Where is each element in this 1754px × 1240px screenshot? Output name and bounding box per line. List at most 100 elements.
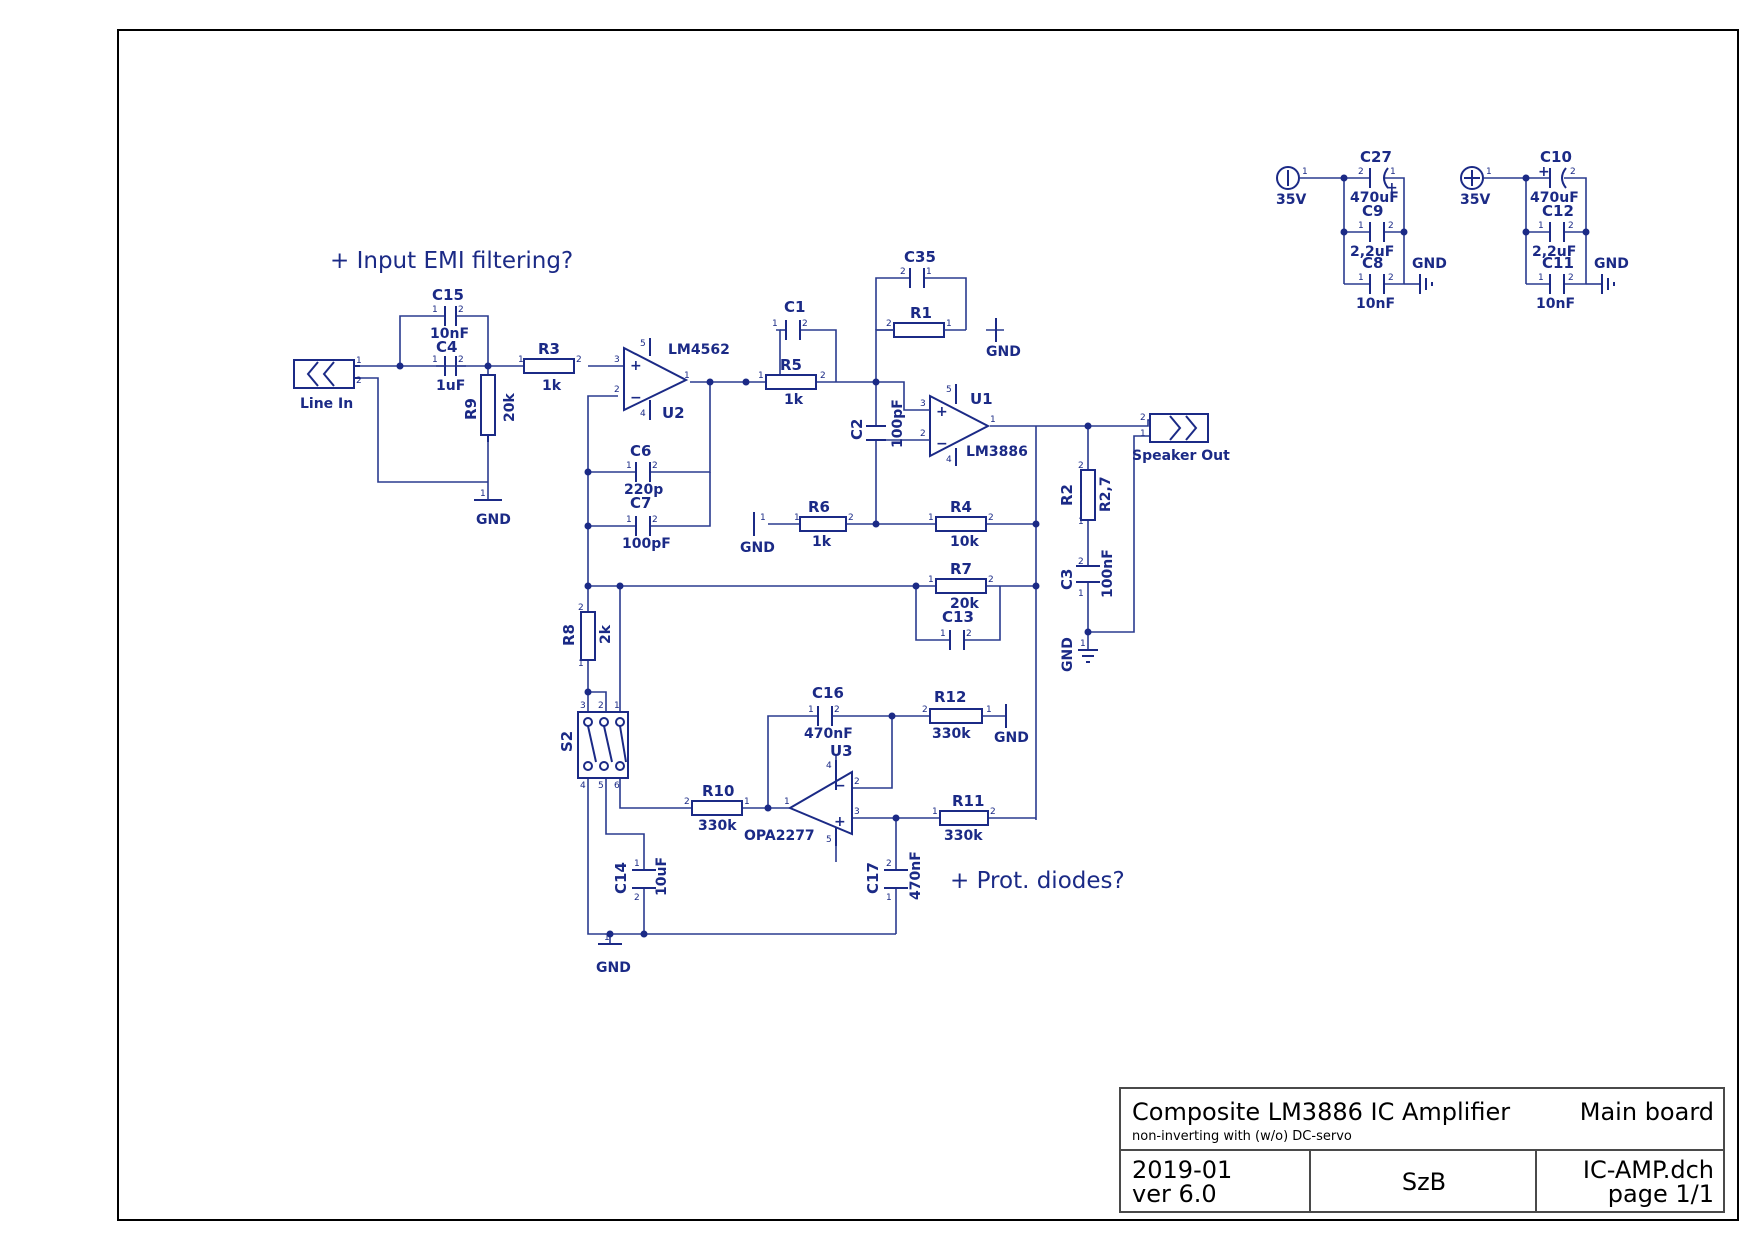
svg-text:1k: 1k [542,378,562,394]
svg-text:1: 1 [794,513,800,523]
capacitor-c17: 21 C17 470nF [864,851,924,903]
svg-text:1: 1 [1358,221,1364,231]
svg-text:1: 1 [932,807,938,817]
amplifier-u1: + − 32 54 1 U1 LM3886 [920,384,1028,466]
svg-text:2: 2 [886,319,892,329]
svg-text:S2: S2 [558,731,576,752]
svg-text:C4: C4 [436,338,457,356]
note-emi-filtering: + Input EMI filtering? [330,248,573,274]
svg-text:2: 2 [356,376,362,386]
svg-text:LM3886: LM3886 [966,444,1028,460]
svg-text:C15: C15 [432,286,464,304]
resistor-r2: 21 R2 R2,7 [1058,461,1114,527]
svg-text:1: 1 [772,319,778,329]
svg-text:2: 2 [900,267,906,277]
svg-text:2: 2 [576,355,582,365]
svg-text:1: 1 [432,305,438,315]
svg-text:2: 2 [634,893,640,903]
svg-text:2: 2 [922,705,928,715]
svg-text:2: 2 [1078,461,1084,471]
svg-text:2: 2 [684,797,690,807]
svg-text:R2: R2 [1058,484,1076,506]
title-block-page: page 1/1 [1608,1180,1714,1208]
title-block-subtitle: non-inverting with (w/o) DC-servo [1132,1129,1352,1144]
svg-text:10nF: 10nF [1536,296,1575,312]
svg-text:2: 2 [802,319,808,329]
note-protection-diodes: + Prot. diodes? [950,868,1125,894]
capacitor-c1: 1 2 C1 [772,298,808,340]
svg-text:1: 1 [604,933,610,943]
wires [360,177,1602,944]
supply-negative-35v: 1 35V [1276,166,1308,208]
svg-text:1: 1 [784,797,790,807]
svg-text:1: 1 [926,267,932,277]
svg-text:330k: 330k [932,726,971,742]
resistor-r8: 21 R8 2k [560,603,614,669]
junction-dots [396,174,1590,938]
svg-text:2: 2 [834,705,840,715]
svg-text:1: 1 [614,701,620,711]
svg-text:1: 1 [928,513,934,523]
speaker-out-label: Speaker Out [1132,448,1230,464]
svg-text:10k: 10k [950,534,979,550]
svg-text:C13: C13 [942,608,974,626]
svg-text:−: − [834,778,846,794]
svg-text:+: + [1386,180,1398,196]
svg-text:1: 1 [744,797,750,807]
title-block: Composite LM3886 IC Amplifier non-invert… [1119,1087,1725,1213]
svg-text:1: 1 [1358,273,1364,283]
svg-text:C1: C1 [784,298,805,316]
capacitor-c2: C2 100pF [848,399,906,448]
svg-text:GND: GND [986,344,1021,360]
svg-text:+: + [1538,164,1550,180]
line-in-label: Line In [300,396,353,412]
svg-text:1: 1 [432,355,438,365]
svg-text:2: 2 [652,515,658,525]
svg-text:GND: GND [994,730,1029,746]
svg-text:+: + [834,814,846,830]
svg-text:2: 2 [854,777,860,787]
ground-symbol: GND [994,704,1029,746]
svg-text:2: 2 [1388,221,1394,231]
svg-text:10nF: 10nF [1356,296,1395,312]
svg-text:1: 1 [518,355,524,365]
svg-text:1: 1 [990,415,996,425]
svg-text:R11: R11 [952,792,984,810]
svg-text:2k: 2k [598,624,614,644]
svg-text:GND: GND [1412,256,1447,272]
svg-text:−: − [630,390,642,406]
svg-text:10nF: 10nF [430,326,469,342]
svg-text:GND: GND [1060,637,1076,672]
svg-text:2: 2 [920,429,926,439]
ground-symbol: GND [1594,256,1629,294]
svg-text:R7: R7 [950,560,972,578]
svg-text:1: 1 [1538,273,1544,283]
svg-text:GND: GND [476,512,511,528]
svg-text:U2: U2 [662,404,685,422]
svg-text:6: 6 [614,781,620,791]
svg-text:R1: R1 [910,304,932,322]
title-block-file: IC-AMP.dch [1583,1156,1714,1184]
svg-text:1k: 1k [784,392,804,408]
svg-text:220p: 220p [624,482,663,498]
svg-text:1: 1 [684,371,690,381]
svg-text:C27: C27 [1360,148,1392,166]
svg-text:GND: GND [596,960,631,976]
title-block-sheet-name: Main board [1580,1098,1714,1126]
svg-text:1: 1 [1486,167,1492,177]
svg-text:2: 2 [1570,167,1576,177]
drawing-frame [117,29,1739,1221]
svg-text:1: 1 [928,575,934,585]
svg-text:2,2uF: 2,2uF [1532,244,1576,260]
svg-text:35V: 35V [1460,192,1490,208]
svg-text:5: 5 [598,781,604,791]
svg-text:1: 1 [634,859,640,869]
svg-text:R2,7: R2,7 [1098,476,1114,512]
